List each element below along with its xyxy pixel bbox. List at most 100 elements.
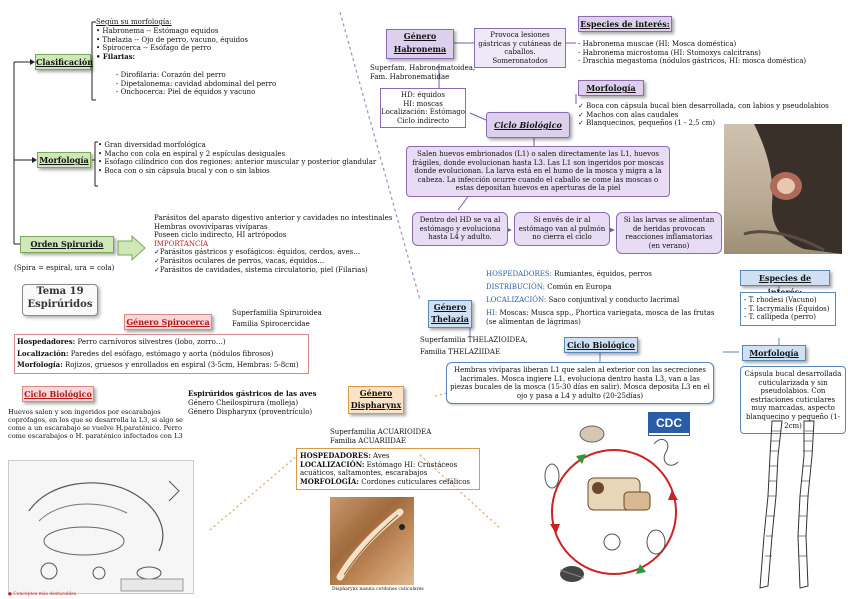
list-item: - T. rhodesi (Vacuno) xyxy=(744,296,817,304)
list-item: - Habronema muscae (HI: Mosca doméstica) xyxy=(578,40,737,48)
importancia-item: ✓Parásitos de cavidades, sistema circula… xyxy=(154,265,368,274)
list-item: • Filarias: xyxy=(96,51,136,61)
list-item: ✓ Boca con cápsula bucal bien desarrolla… xyxy=(578,102,829,110)
genus-word: Género xyxy=(403,31,437,41)
morf-label: Morfología: xyxy=(17,360,63,370)
habronema-lesion-photo xyxy=(724,124,842,254)
tema-number: Tema 19 xyxy=(36,286,84,297)
dist-value: Común en Europa xyxy=(545,283,612,291)
spirocerca-info-box: Hospedadores: Perro carnívoros silvestre… xyxy=(14,334,309,374)
list-item: - Dirofilaria: Corazón del perro xyxy=(116,71,226,79)
genus-name: Thelazia xyxy=(431,314,469,324)
loc-value: Saco conjuntival y conducto lacrimal xyxy=(546,296,680,304)
thelazia-family: Familia THELAZIIDAE xyxy=(420,348,501,356)
morf-value: Cordones cuticulares cefálicos xyxy=(359,477,470,486)
thelazia-hi: HI: Moscas: Musca spp., Phortica variega… xyxy=(486,309,716,326)
dispharynx-photo xyxy=(330,497,414,585)
thelazia-ciclo-text: Hembras vivíparas liberan L1 que salen a… xyxy=(446,362,714,405)
spirocerca-superfamily: Superfamilia Spiruroidea xyxy=(232,309,322,317)
spirocerca-cycle-image xyxy=(8,460,194,594)
importancia-label: IMPORTANCIA xyxy=(154,239,209,248)
habronema-ciclo-label: Ciclo Biológico xyxy=(486,112,570,138)
spirocerca-label: Género Spirocerca xyxy=(124,314,212,330)
list-item: - T. lacrymalis (Équidos) xyxy=(744,304,830,313)
dispharynx-info-box: HOSPEDADORES: Aves LOCALIZACIÓN: Estómag… xyxy=(296,448,480,491)
aves-line1: Género Cheilospirura (molleja) xyxy=(188,399,299,407)
habronema-label: Género Habronema xyxy=(386,29,454,59)
hosp-label: HOSPEDADORES: xyxy=(300,451,371,460)
orden-line: Poseen ciclo indirecto, HI artrópodos xyxy=(154,231,287,240)
habronema-morfologia-list: ✓ Boca con cápsula bucal bien desarrolla… xyxy=(578,102,829,128)
habronema-ciclo-text: Salen huevos embrionados (L1) o salen di… xyxy=(406,146,670,197)
loc-label: LOCALIZACIÓN: xyxy=(300,459,365,469)
dispharynx-family: Familia ACUARIIDAE xyxy=(330,437,407,445)
orden-note: (Spira = espiral, ura = cola) xyxy=(14,264,115,272)
loc-value: Estómago HI: Crustáceos acuáticos, salta… xyxy=(300,460,458,478)
tema-title-box: Tema 19 Espirúridos xyxy=(22,284,98,316)
list-item: • Thelazia -- Ojo de perro, vacuno, équi… xyxy=(96,35,248,44)
morf-label: MORFOLOGÍA: xyxy=(300,476,360,486)
habronema-morfologia-label: Morfología xyxy=(578,80,644,96)
cdc-text: CDC xyxy=(649,413,689,433)
filarias-list: - Dirofilaria: Corazón del perro - Dipet… xyxy=(116,71,276,97)
habronema-step-3: Si las larvas se alimentan de heridas pr… xyxy=(616,212,722,255)
thelazia-worm-drawing xyxy=(742,416,842,596)
orden-spirurida-label: Orden Spirurida xyxy=(20,236,114,253)
hi-label: HI: xyxy=(486,309,498,317)
importancia-item: ✓Parásitos gástricos y esofágicos: équid… xyxy=(154,248,361,257)
loc-label: LOCALIZACIÓN: xyxy=(486,296,547,304)
thelazia-morfologia-label: Morfología xyxy=(742,345,806,361)
habronema-host-box: HD: équidos HI: moscas Localización: Est… xyxy=(380,88,466,129)
hi-value: Moscas: Musca spp., Phortica variegata, … xyxy=(486,309,715,326)
habronema-step-1: Dentro del HD se va al estómago y evoluc… xyxy=(412,212,508,246)
aves-line2: Género Dispharynx (proventrículo) xyxy=(188,408,313,416)
orden-line: Parásitos del aparato digestivo anterior… xyxy=(154,214,393,222)
list-item: • Spirocerca -- Esófago de perro xyxy=(96,44,212,53)
genus-word: Género xyxy=(433,302,467,312)
list-item: - Dipetalonema: cavidad abdominal del pe… xyxy=(116,79,277,88)
thelazia-especies-box: - T. rhodesi (Vacuno) - T. lacrymalis (É… xyxy=(740,292,836,326)
dispharynx-label: Género Dispharynx xyxy=(348,386,404,414)
list-item: • Gran diversidad morfológica xyxy=(98,141,206,149)
dist-label: DISTRIBUCIÓN: xyxy=(486,283,546,291)
thelazia-morfologia-text: Cápsula bucal desarrollada cuticularizad… xyxy=(740,366,846,435)
loc-label: Localización: xyxy=(17,348,69,358)
hosp-value: Rumiantes, équidos, perros xyxy=(552,270,652,278)
hosp-label: HOSPEDADORES: xyxy=(486,270,553,278)
genus-name: Dispharynx xyxy=(350,400,402,410)
morf-value: Rojizos, gruesos y enrollados en espiral… xyxy=(62,361,299,370)
list-item: • Habronema -- Estómago equidos xyxy=(96,27,219,35)
tema-title: Espirúridos xyxy=(27,299,93,310)
thelazia-superfamily: Superfamilia THELAZIOIDEA, xyxy=(420,336,528,344)
genus-word: Género xyxy=(359,388,393,398)
list-item: • Macho con cola en espiral y 2 espícula… xyxy=(98,149,286,158)
thelazia-dist: DISTRIBUCIÓN: Común en Europa xyxy=(486,283,611,292)
spirocerca-family: Familia Spirocercidae xyxy=(232,320,310,328)
thelazia-loc: LOCALIZACIÓN: Saco conjuntival y conduct… xyxy=(486,296,679,305)
spirocerca-caption: ● Conceptos más destacables xyxy=(8,592,77,597)
habronema-family: Fam. Habronematidae xyxy=(370,73,450,81)
spirocerca-ciclo-text: Huevos salen y son ingeridos por escarab… xyxy=(8,408,183,440)
habronema-especies-list: - Habronema muscae (HI: Mosca doméstica)… xyxy=(578,40,806,66)
list-item: - T. callipeda (perro) xyxy=(744,313,816,322)
host-line: HI: moscas xyxy=(403,99,443,108)
list-item: - Habronema microstoma (HI: Stomoxys cal… xyxy=(578,48,761,57)
list-item: - Onchocerca: Piel de équidos y vacuno xyxy=(116,88,256,97)
host-line: Ciclo indirecto xyxy=(396,116,450,125)
morfologia-list: • Gran diversidad morfológica • Macho co… xyxy=(98,141,376,175)
spirocerca-ciclo-label: Ciclo Biológico xyxy=(22,386,94,402)
list-item: - Draschia megastoma (nódulos gástricos,… xyxy=(578,57,807,66)
habronema-step-2: Si envés de ir al estómago van al pulmón… xyxy=(514,212,610,246)
clasificacion-label: Clasificación xyxy=(35,54,93,70)
habronema-superfamily: Superfam. Habronematoidea, xyxy=(370,64,476,72)
cdc-logo: CDC xyxy=(648,412,690,436)
orden-line: Hembras ovovivíparas vivíparas xyxy=(154,222,268,231)
thelazia-ciclo-label: Ciclo Biológico xyxy=(564,337,638,353)
clasificacion-heading: Según su morfología: xyxy=(96,18,172,26)
aves-title: Espirúridos gástricos de las aves xyxy=(188,389,317,398)
thelazia-cycle-diagram xyxy=(536,414,696,594)
orden-lines: Parásitos del aparato digestivo anterior… xyxy=(154,214,392,274)
genus-name: Habronema xyxy=(393,44,447,54)
dispharynx-superfamily: Superfamilia ACUARIOIDEA xyxy=(330,428,432,436)
thelazia-especies-label: Especies de interés: xyxy=(740,270,830,297)
